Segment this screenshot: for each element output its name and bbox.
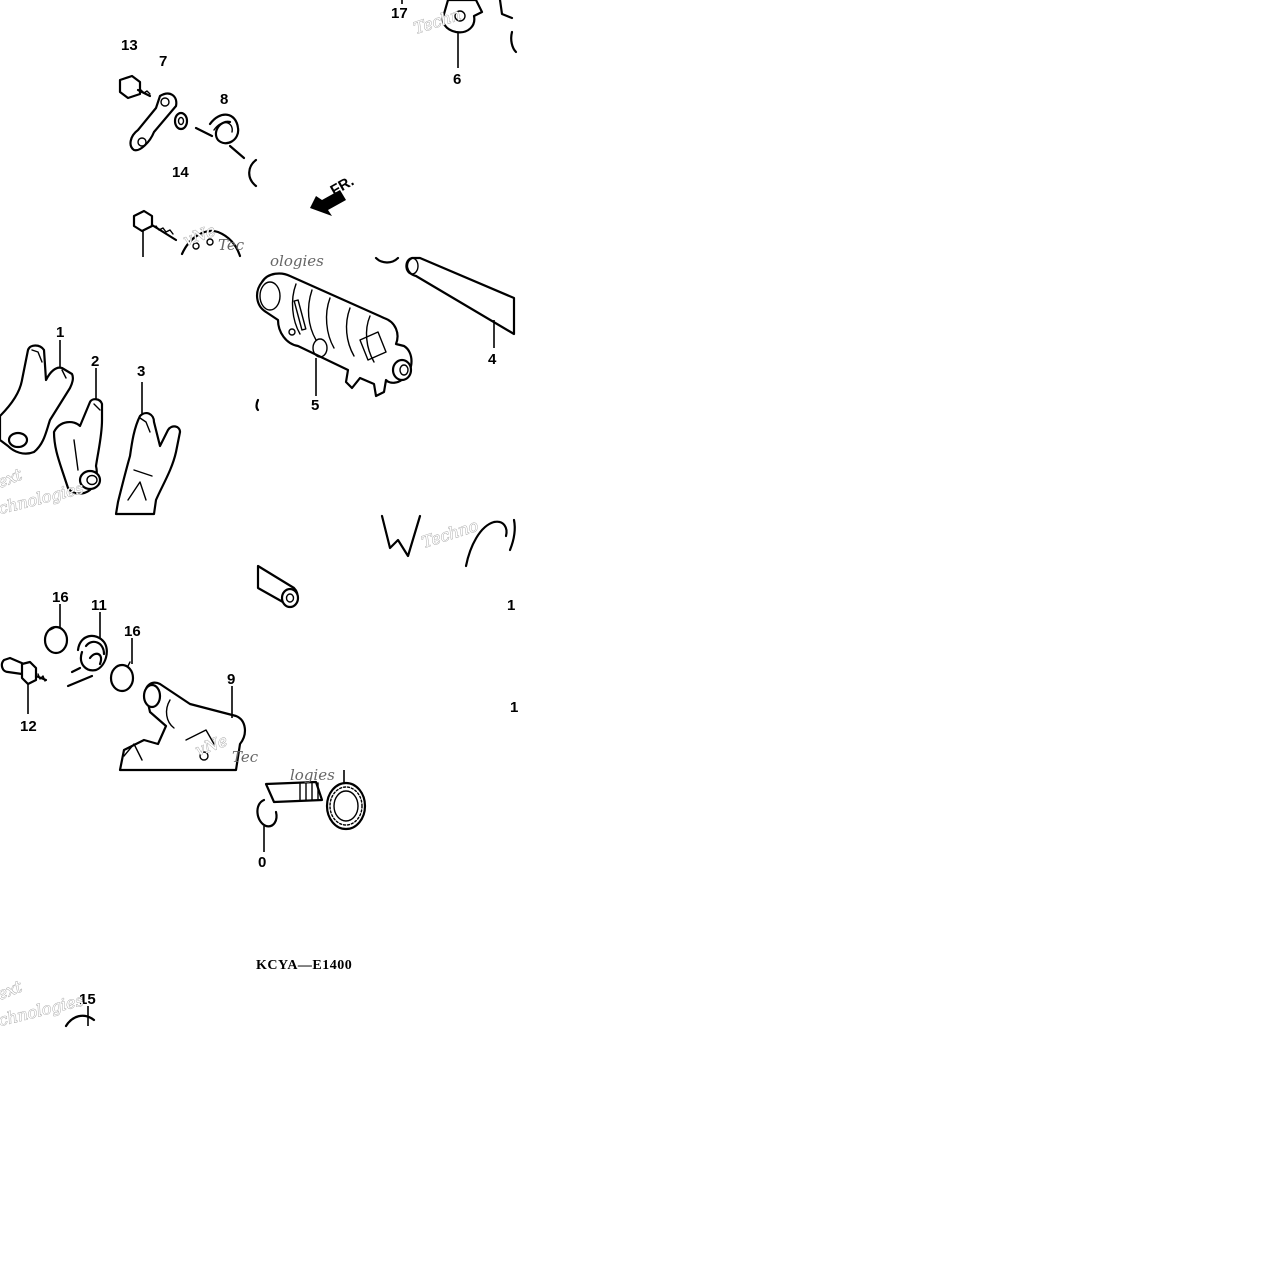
part-3-shift-fork bbox=[114, 382, 182, 516]
watermark-fragment: ext bbox=[0, 977, 25, 1004]
edge-fragment-5 bbox=[508, 518, 516, 552]
part-15-fragment bbox=[64, 1006, 96, 1028]
watermark-fragment: logies bbox=[290, 766, 335, 784]
callout-5: 5 bbox=[311, 397, 319, 414]
part-oil-seal bbox=[325, 770, 367, 831]
callout-16-a: 16 bbox=[52, 589, 69, 606]
callout-13: 13 bbox=[121, 37, 138, 54]
edge-fragment-2 bbox=[510, 30, 518, 54]
part-bolt-lower bbox=[132, 209, 178, 257]
part-14-washer bbox=[173, 111, 189, 131]
part-stopper-fragment bbox=[380, 514, 422, 558]
diagram-code: KCYA—E1400 bbox=[256, 958, 352, 973]
callout-16-b: 16 bbox=[124, 623, 141, 640]
part-6-drum-center bbox=[441, 0, 484, 68]
callout-12: 12 bbox=[20, 718, 37, 735]
part-spindle-spline bbox=[264, 780, 324, 804]
part-9-gearshift-spindle bbox=[118, 681, 246, 772]
front-direction-arrow: FR. bbox=[310, 173, 357, 216]
callout-9: 9 bbox=[227, 671, 235, 688]
watermark-fragment: Tec bbox=[232, 748, 259, 766]
part-spring-fragment bbox=[464, 520, 508, 568]
part-11-return-spring bbox=[66, 612, 108, 688]
callout-6: 6 bbox=[453, 71, 461, 88]
watermark-fragment: ext bbox=[0, 465, 25, 492]
part-pin-tube bbox=[256, 564, 300, 609]
watermark-fragment: Tec bbox=[218, 236, 245, 254]
part-7-plate bbox=[129, 92, 178, 152]
part-13-bolt bbox=[118, 74, 152, 100]
watermark-fragment: ologies bbox=[270, 252, 324, 270]
part-2-shift-fork bbox=[52, 368, 104, 495]
callout-3: 3 bbox=[137, 363, 145, 380]
callout-14: 14 bbox=[172, 164, 189, 181]
callout-2: 2 bbox=[91, 353, 99, 370]
callout-10-partial: 0 bbox=[258, 854, 266, 871]
part-1-shift-fork bbox=[0, 340, 74, 455]
callout-7: 7 bbox=[159, 53, 167, 70]
edge-fragment-3 bbox=[374, 256, 400, 264]
part-stopper-arm-fragment bbox=[180, 229, 242, 258]
callout-fragment-b: 1 bbox=[510, 699, 518, 716]
callout-1: 1 bbox=[56, 324, 64, 341]
part-8-spring bbox=[194, 113, 246, 160]
callout-11: 11 bbox=[91, 597, 107, 614]
callout-4: 4 bbox=[488, 351, 497, 368]
callout-8: 8 bbox=[220, 91, 228, 108]
edge-fragment bbox=[248, 158, 258, 188]
callout-17: 17 bbox=[391, 5, 408, 22]
part-16-circlip-a bbox=[43, 604, 69, 655]
part-5-shift-drum bbox=[256, 272, 413, 398]
part-12-pin-bolt bbox=[0, 656, 48, 714]
callout-fragment-a: 1 bbox=[507, 597, 515, 614]
part-4-fork-shaft bbox=[405, 256, 516, 348]
part-10-circlip bbox=[256, 798, 278, 852]
part-17-fragment bbox=[498, 0, 514, 20]
edge-fragment-4 bbox=[255, 398, 260, 412]
part-16-circlip-b bbox=[109, 638, 135, 693]
callout-15: 15 bbox=[79, 991, 96, 1008]
